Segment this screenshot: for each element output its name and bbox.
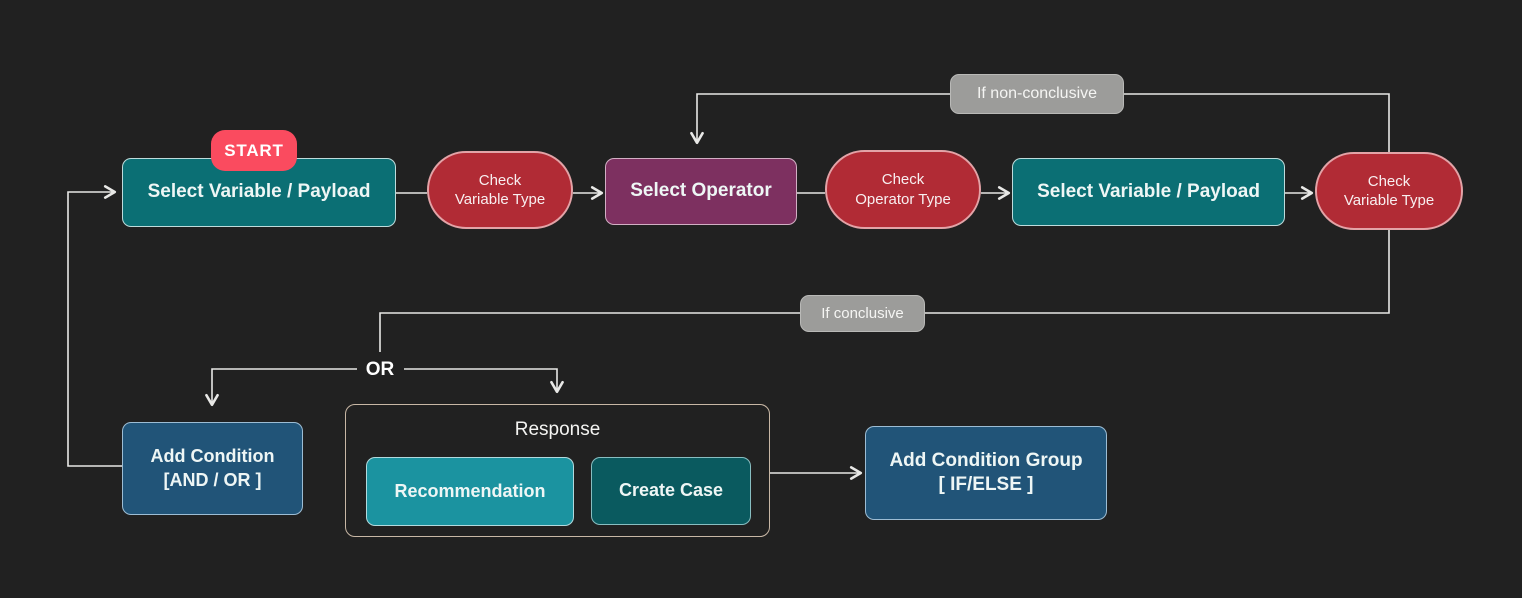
node-check-variable-type-2-line1: Check [1367, 172, 1411, 190]
node-recommendation: Recommendation [366, 457, 574, 526]
node-check-operator-type-line1: Check [881, 171, 925, 188]
node-check-variable-type-1-line2: Variable Type [454, 191, 546, 208]
edge-conclusive-path [379, 230, 1390, 352]
node-add-condition-group-line1: Add Condition Group [889, 449, 1083, 471]
response-group-title: Response [514, 419, 601, 440]
node-add-condition-group: Add Condition Group [ IF/ELSE ] [865, 426, 1107, 520]
edge-or-to-response [404, 368, 564, 394]
node-check-variable-type-2: Check Variable Type [1315, 152, 1463, 230]
node-check-variable-type-1-line1: Check [478, 171, 522, 189]
node-create-case: Create Case [591, 457, 751, 525]
start-badge: START [211, 130, 297, 171]
edge-or-to-add-condition [205, 368, 357, 407]
node-check-operator-type: Check Operator Type [825, 150, 981, 229]
node-add-condition-line2: [AND / OR ] [163, 469, 262, 490]
edge-label-conclusive: If conclusive [800, 295, 925, 332]
node-check-variable-type-2-line2: Variable Type [1343, 192, 1435, 209]
node-add-condition-line1: Add Condition [150, 446, 275, 467]
node-check-operator-type-line2: Operator Type [855, 190, 951, 208]
node-select-variable-payload-2: Select Variable / Payload [1012, 158, 1285, 226]
node-select-operator: Select Operator [605, 158, 797, 225]
node-add-condition-group-line2: [ IF/ELSE ] [938, 474, 1034, 495]
edge-feedback-loop [67, 185, 122, 467]
node-check-variable-type-1: Check Variable Type [427, 151, 573, 229]
or-branch-label: OR [365, 359, 395, 380]
edge-label-non-conclusive: If non-conclusive [950, 74, 1124, 114]
response-group-container: Response Recommendation Create Case [345, 404, 770, 537]
node-add-condition: Add Condition [AND / OR ] [122, 422, 303, 515]
